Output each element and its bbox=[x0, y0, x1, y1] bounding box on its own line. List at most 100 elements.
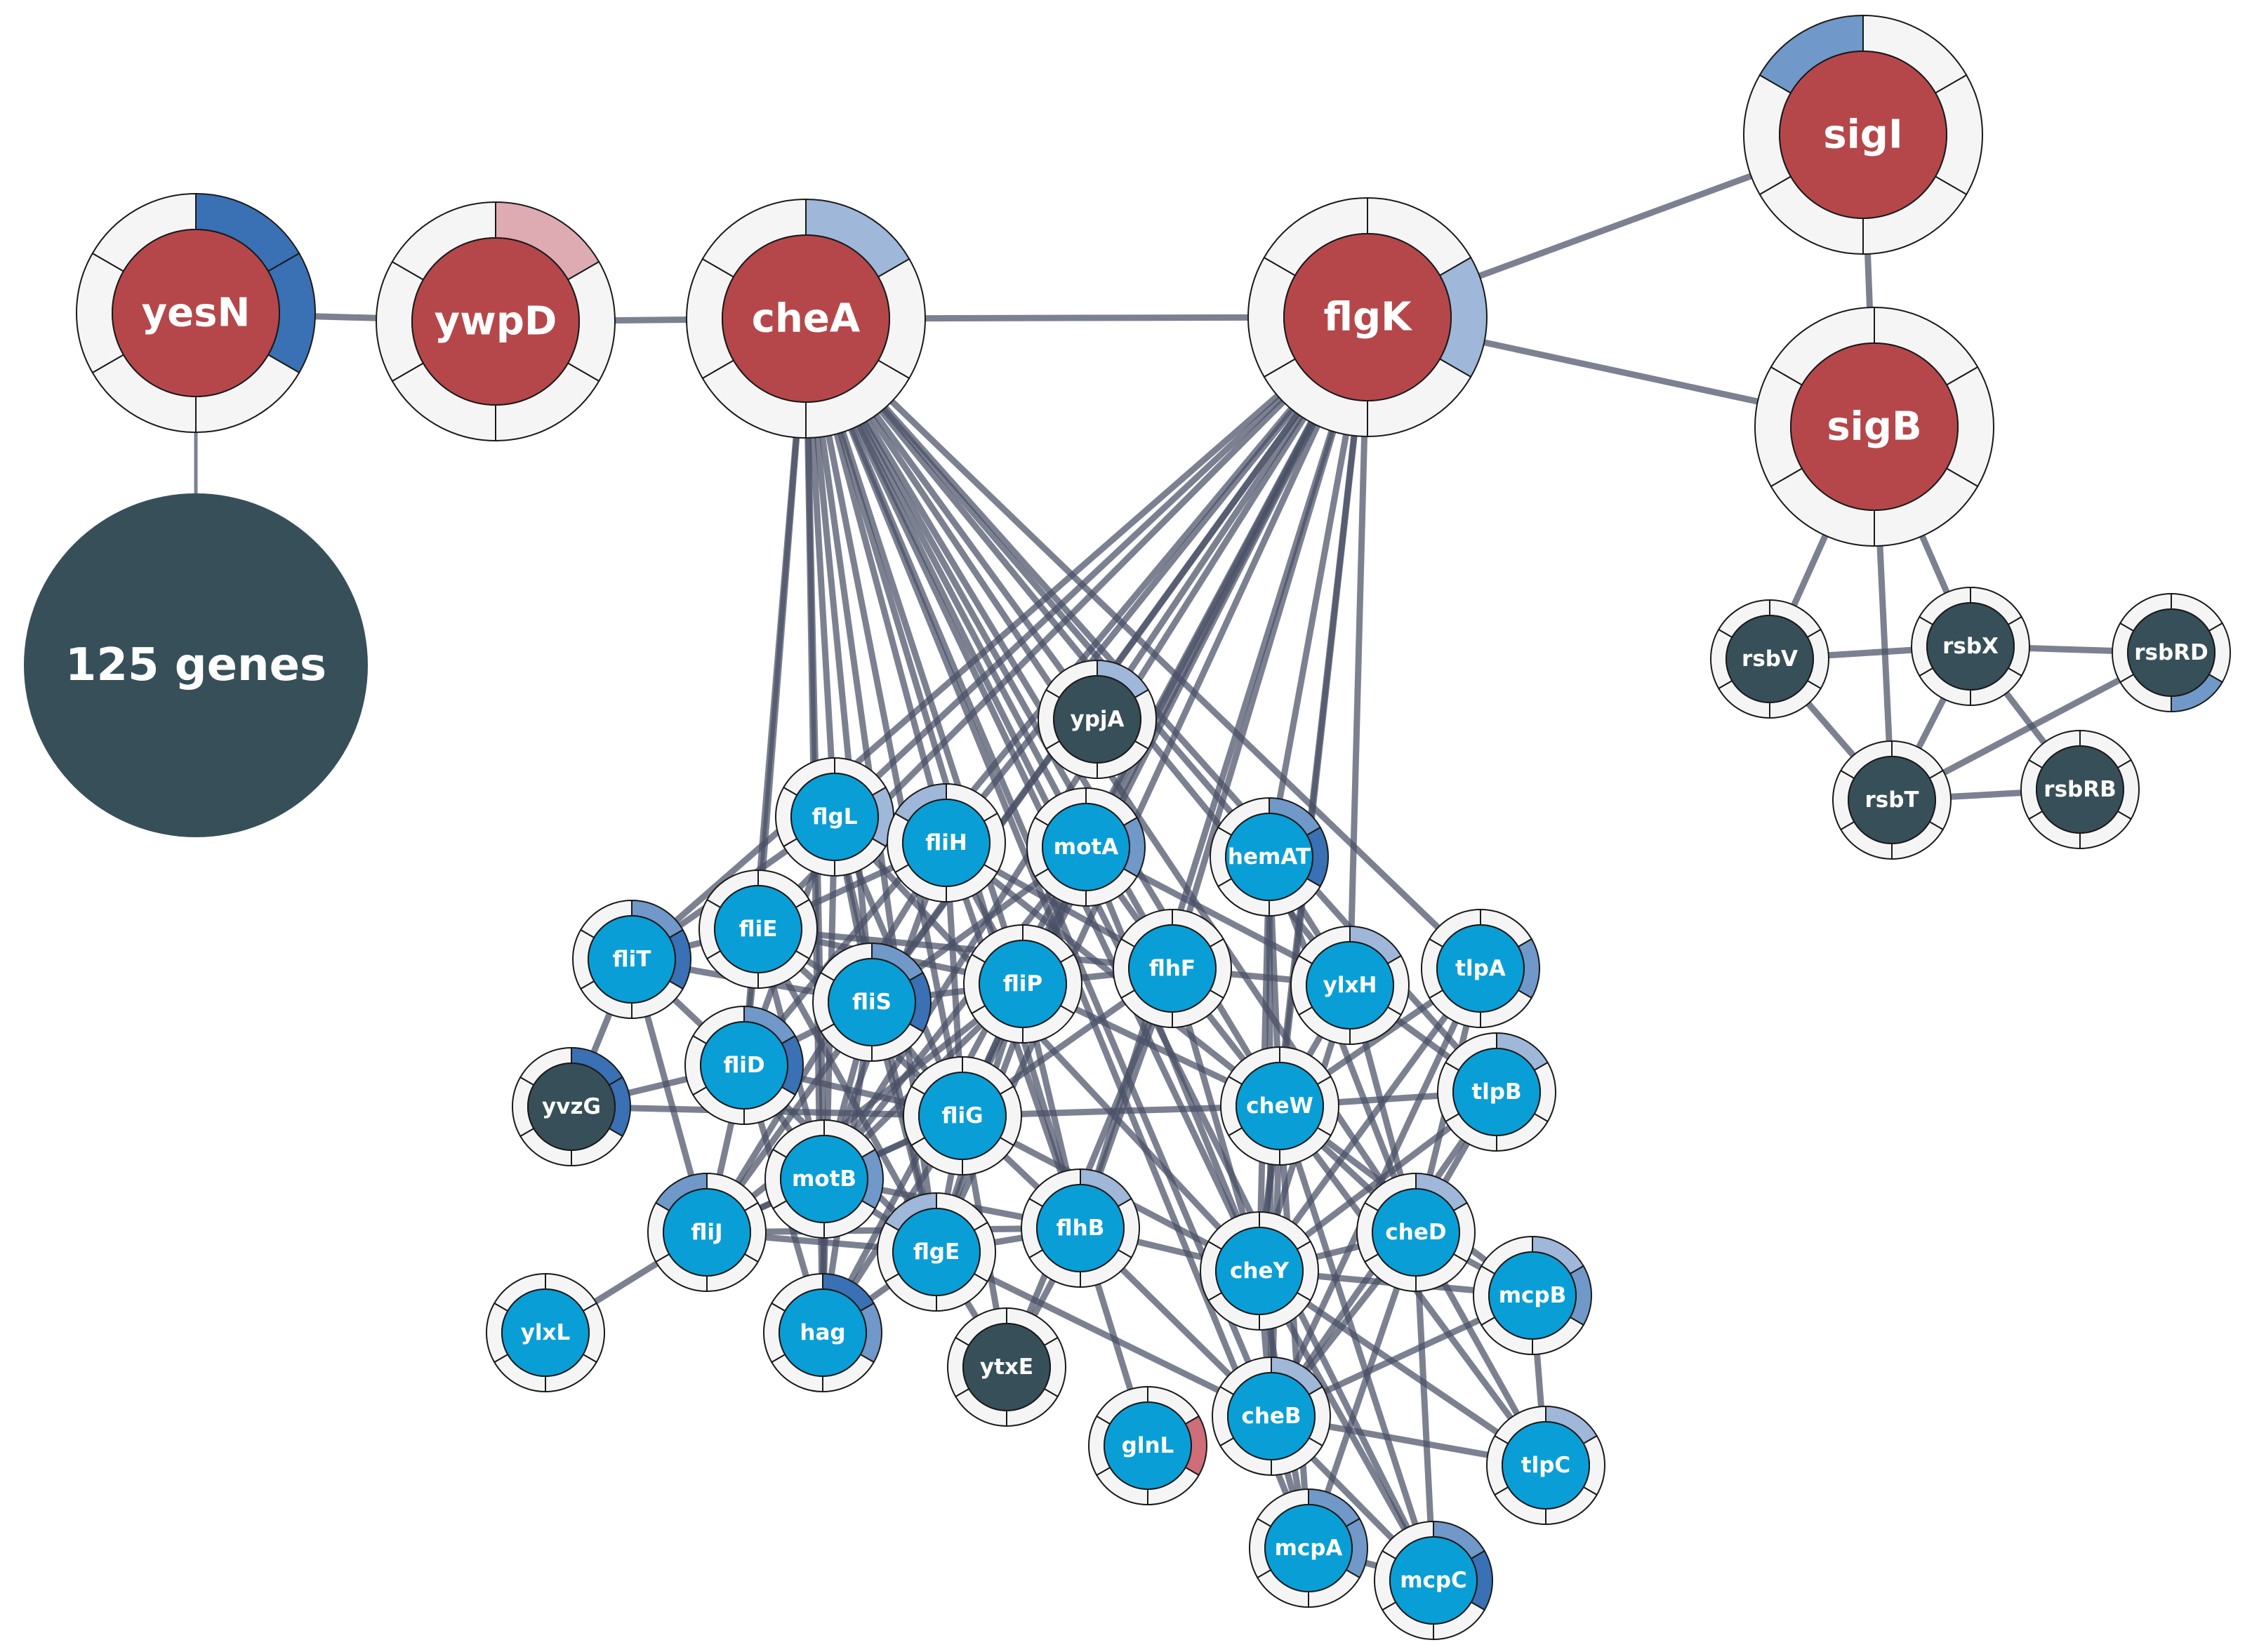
node-label: motB bbox=[792, 1166, 856, 1192]
node-label: fliH bbox=[925, 830, 967, 855]
node-tlpB[interactable]: tlpB bbox=[1436, 1032, 1557, 1152]
edge-motA-cheY bbox=[1082, 846, 1263, 1272]
node-core bbox=[1848, 756, 1936, 844]
node-hemAT[interactable]: hemAT bbox=[1209, 797, 1330, 917]
annotation-ring bbox=[1020, 1168, 1141, 1288]
node-flhB[interactable]: flhB bbox=[1020, 1168, 1141, 1288]
edge-motA-motB bbox=[821, 845, 1089, 1181]
node-core bbox=[918, 1072, 1007, 1160]
edge-tlpA-cheY bbox=[1257, 966, 1483, 1273]
node-label: tlpA bbox=[1455, 956, 1506, 981]
node-mcpB[interactable]: mcpB bbox=[1472, 1235, 1593, 1356]
node-label: mcpC bbox=[1400, 1568, 1467, 1593]
node-label: flgL bbox=[812, 804, 858, 830]
node-fliG[interactable]: fliG bbox=[902, 1055, 1023, 1176]
annotation-ring bbox=[1026, 787, 1146, 907]
node-flhF[interactable]: flhF bbox=[1112, 908, 1233, 1029]
node-cheB[interactable]: cheB bbox=[1211, 1356, 1332, 1477]
node-tlpA[interactable]: tlpA bbox=[1420, 908, 1541, 1029]
node-label: fliT bbox=[613, 947, 651, 972]
node-core bbox=[902, 799, 991, 887]
node-label: flgK bbox=[1324, 295, 1414, 340]
node-mcpC[interactable]: mcpC bbox=[1373, 1520, 1494, 1641]
node-cheW[interactable]: cheW bbox=[1219, 1046, 1340, 1166]
annotation-ring bbox=[1436, 1032, 1557, 1152]
node-label: ywpD bbox=[435, 299, 557, 345]
node-glnL[interactable]: glnL bbox=[1087, 1385, 1208, 1506]
annotation-ring bbox=[764, 1119, 885, 1239]
node-core bbox=[790, 773, 879, 861]
node-label: yesN bbox=[142, 291, 251, 336]
node-label: tlpC bbox=[1521, 1453, 1570, 1478]
node-label: hag bbox=[800, 1320, 845, 1345]
node-flgE[interactable]: flgE bbox=[876, 1192, 997, 1312]
node-label: flhF bbox=[1149, 956, 1195, 981]
annotation-ring bbox=[1356, 1172, 1476, 1293]
node-core bbox=[2036, 745, 2124, 834]
node-core bbox=[1306, 941, 1394, 1030]
node-fliS[interactable]: fliS bbox=[812, 942, 932, 1063]
node-sigI[interactable]: sigI bbox=[1743, 14, 1983, 255]
edge-cheA-tlpA bbox=[803, 316, 1483, 971]
node-rsbX[interactable]: rsbX bbox=[1910, 586, 2031, 707]
annotation-ring bbox=[1037, 659, 1158, 780]
cluster-circle bbox=[24, 493, 368, 837]
node-core bbox=[779, 1288, 867, 1377]
node-rsbRD[interactable]: rsbRD bbox=[2111, 592, 2232, 713]
node-yesN[interactable]: yesN bbox=[76, 192, 316, 434]
node-ylxL[interactable]: ylxL bbox=[486, 1272, 605, 1393]
node-label: rsbRD bbox=[2134, 640, 2208, 665]
node-label: fliJ bbox=[691, 1220, 722, 1245]
node-cheA[interactable]: cheA bbox=[686, 198, 926, 439]
annotation-ring bbox=[876, 1192, 997, 1312]
node-ylxH[interactable]: ylxH bbox=[1290, 925, 1410, 1046]
node-fliJ[interactable]: fliJ bbox=[647, 1172, 767, 1293]
node-fliP[interactable]: fliP bbox=[962, 924, 1083, 1044]
annotation-ring bbox=[686, 198, 926, 439]
node-core bbox=[588, 915, 676, 1004]
node-ytxE[interactable]: ytxE bbox=[946, 1307, 1067, 1427]
node-flgL[interactable]: flgL bbox=[774, 757, 895, 877]
node-fliT[interactable]: fliT bbox=[572, 899, 691, 1020]
node-layer: 125 genes yesN ywpD cheA flgK sigI sigB rsbV rsb… bbox=[24, 14, 2232, 1641]
annotation-ring bbox=[1472, 1235, 1593, 1356]
node-core bbox=[1436, 924, 1525, 1013]
node-yvzG[interactable]: yvzG bbox=[512, 1046, 631, 1167]
node-core bbox=[1372, 1188, 1460, 1277]
edge-fliE-flhF bbox=[757, 926, 1173, 972]
node-rsbV[interactable]: rsbV bbox=[1709, 599, 1830, 719]
node-label: motA bbox=[1054, 834, 1118, 860]
node-label: rsbV bbox=[1742, 646, 1798, 672]
node-tlpC[interactable]: tlpC bbox=[1485, 1405, 1606, 1526]
node-label: fliD bbox=[723, 1053, 764, 1078]
node-motA[interactable]: motA bbox=[1026, 787, 1146, 907]
node-mcpA[interactable]: mcpA bbox=[1248, 1488, 1369, 1608]
annotation-ring bbox=[1290, 925, 1410, 1046]
node-label: fliP bbox=[1003, 971, 1042, 997]
node-ywpD[interactable]: ywpD bbox=[376, 201, 616, 442]
node-hag[interactable]: hag bbox=[762, 1272, 883, 1393]
node-fliD[interactable]: fliD bbox=[684, 1005, 804, 1126]
node-cheD[interactable]: cheD bbox=[1356, 1172, 1476, 1293]
node-rsbT[interactable]: rsbT bbox=[1832, 740, 1952, 860]
node-label: sigI bbox=[1823, 112, 1902, 158]
node-rsbRB[interactable]: rsbRB bbox=[2020, 729, 2140, 850]
node-label: rsbT bbox=[1864, 787, 1919, 813]
node-core bbox=[1215, 1227, 1304, 1315]
annotation-ring bbox=[486, 1272, 605, 1393]
node-cheY[interactable]: cheY bbox=[1199, 1211, 1320, 1331]
node-125-genes[interactable]: 125 genes bbox=[24, 493, 368, 837]
annotation-ring bbox=[1219, 1046, 1340, 1166]
edge-flgL-cheY bbox=[832, 814, 1262, 1274]
node-core bbox=[663, 1188, 751, 1277]
node-ypjA[interactable]: ypjA bbox=[1037, 659, 1158, 780]
node-label: cheA bbox=[752, 296, 861, 342]
node-sigB[interactable]: sigB bbox=[1754, 306, 1994, 547]
node-motB[interactable]: motB bbox=[764, 1119, 885, 1239]
node-fliH[interactable]: fliH bbox=[886, 782, 1007, 903]
edge-flgK-flgL bbox=[832, 314, 1370, 820]
node-core bbox=[700, 1021, 788, 1110]
node-fliE[interactable]: fliE bbox=[698, 869, 819, 990]
node-flgK[interactable]: flgK bbox=[1247, 196, 1488, 438]
